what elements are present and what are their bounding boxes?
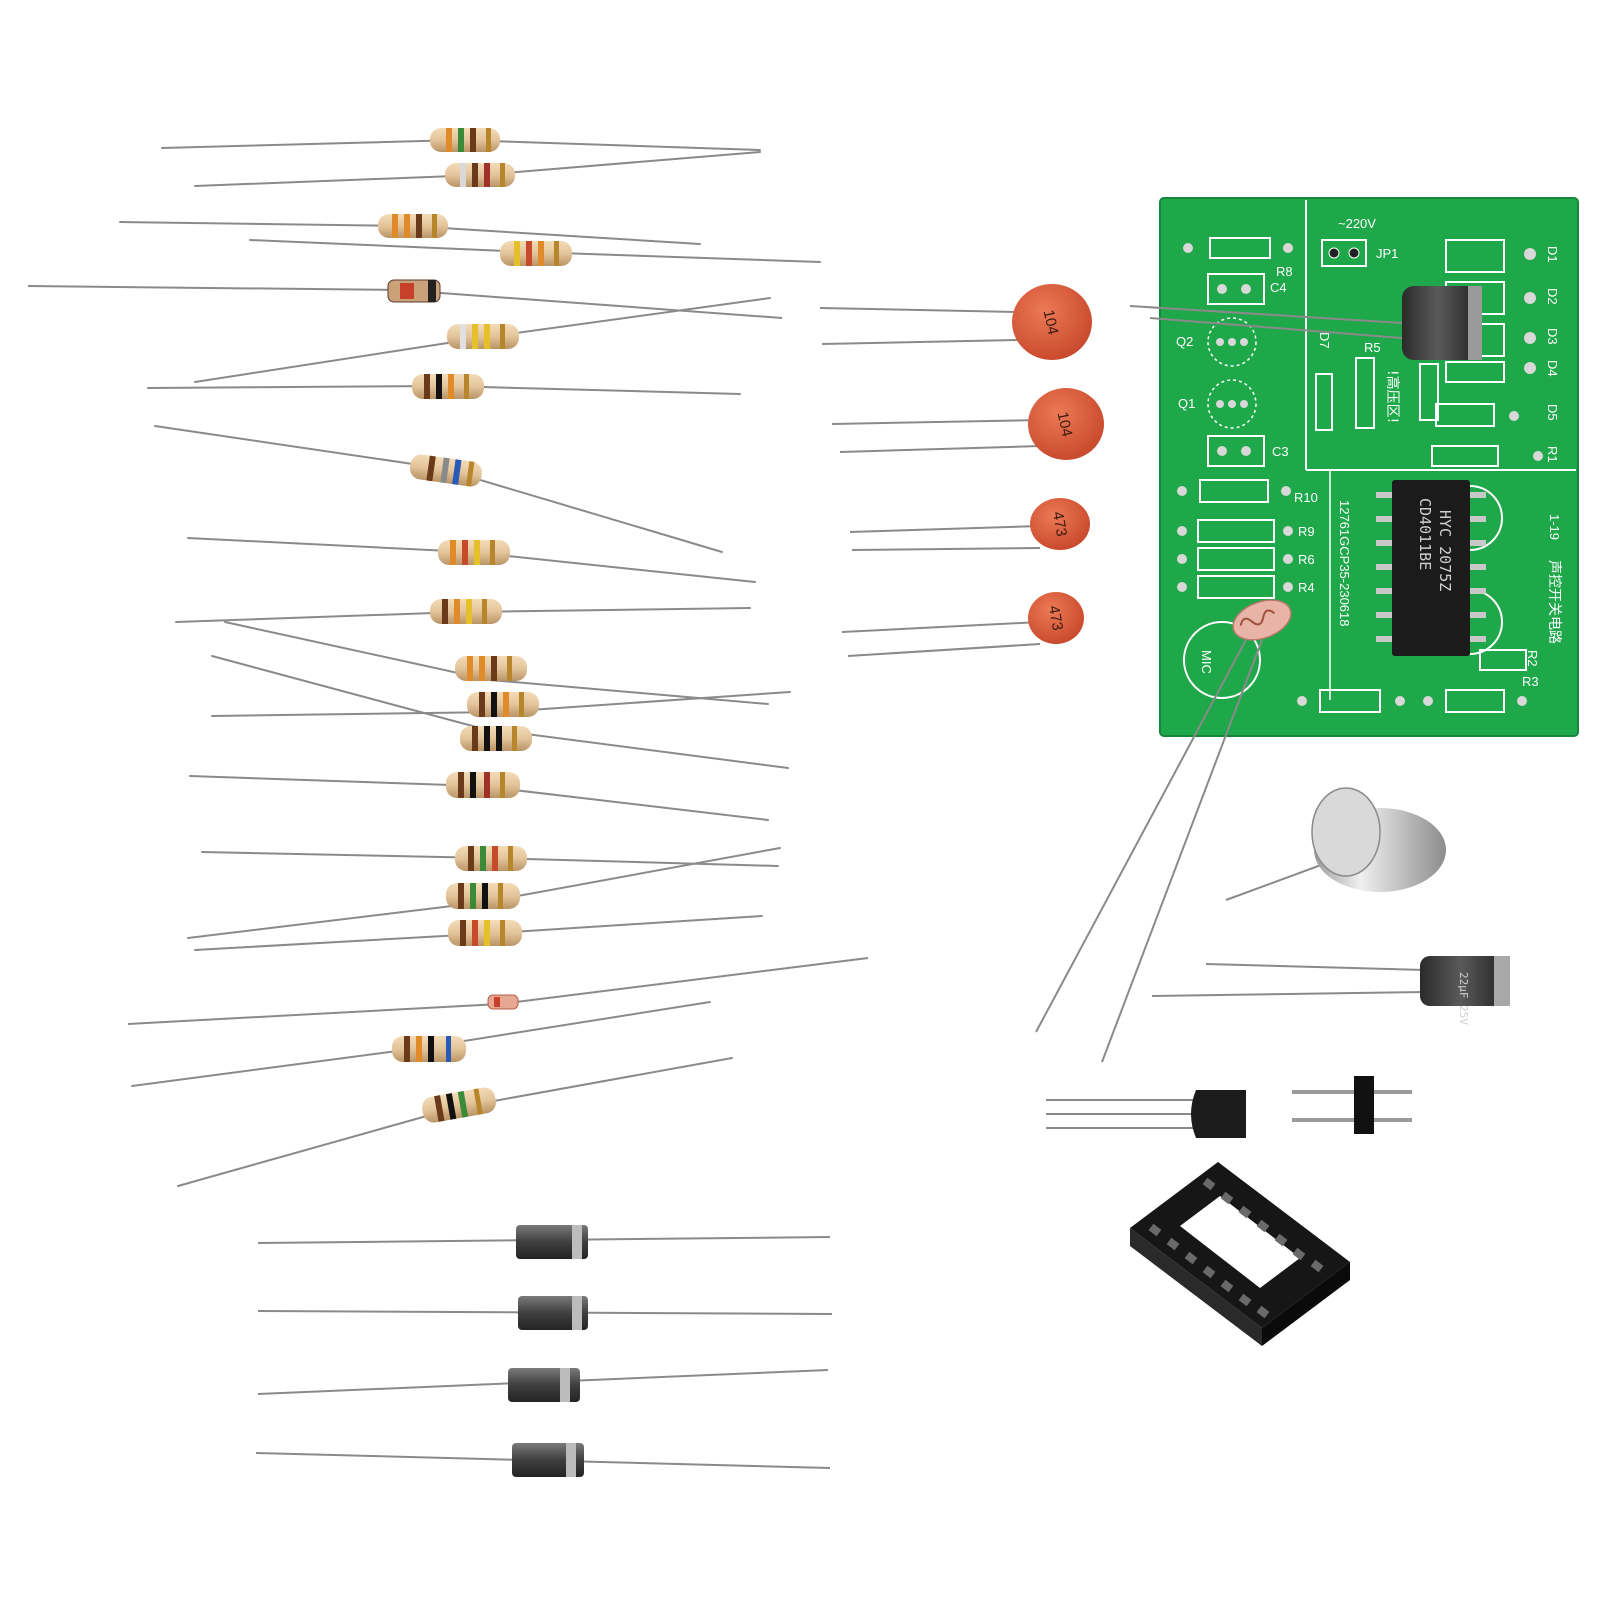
designator-c3: C3 (1272, 444, 1289, 459)
resistor (119, 214, 701, 245)
capacitor-value: 22µF 25V (1457, 972, 1470, 1025)
resistor (161, 128, 761, 152)
ic-part-number: CD4011BE (1416, 498, 1434, 570)
electrolytic-capacitor-icon: 22µF 25V (1151, 956, 1510, 1025)
designator-d1: D1 (1545, 246, 1560, 263)
ceramic-capacitor-icon: 473 (849, 498, 1090, 551)
ceramic-capacitor-icon: 473 (841, 592, 1084, 657)
designator-r5: R5 (1364, 340, 1381, 355)
ic-chip: CD4011BE HYC 2075Z (1376, 480, 1486, 656)
designator-mic: MIC (1199, 650, 1214, 674)
ceramic-capacitor-group: 104 104 473 473 (819, 284, 1104, 657)
designator-r6: R6 (1298, 552, 1315, 567)
voltage-label: ~220V (1338, 216, 1376, 231)
high-voltage-warning: !高压区! (1384, 370, 1401, 423)
capacitor-label: 473 (1049, 510, 1070, 538)
designator-r4: R4 (1298, 580, 1315, 595)
ceramic-capacitor-icon: 104 (819, 284, 1092, 360)
capacitor-label: 104 (1054, 410, 1076, 438)
designator-q2: Q2 (1176, 334, 1193, 349)
diode-icon (257, 1225, 831, 1259)
designator-c4: C4 (1270, 280, 1287, 295)
board-title: 声控开关电路 (1546, 560, 1562, 644)
resistor (175, 599, 751, 624)
board-id: 1-19 (1547, 514, 1562, 540)
designator-r1: R1 (1545, 446, 1560, 463)
designator-r9: R9 (1298, 524, 1315, 539)
designator-r8: R8 (1276, 264, 1293, 279)
ic-socket-icon (1130, 1162, 1350, 1346)
resistor (194, 297, 771, 383)
capacitor-label: 473 (1045, 604, 1066, 632)
designator-d5: D5 (1545, 404, 1560, 421)
photoresistor-icon (1035, 599, 1292, 1063)
resistor (194, 151, 761, 187)
pcb-board: ~220V JP1 R8 C4 Q2 Q1 C3 R10 R9 R6 R (1035, 197, 1579, 1063)
diode-group (255, 1225, 833, 1477)
pin-header-icon (1292, 1076, 1412, 1134)
designator-r2: R2 (1525, 650, 1540, 667)
transistor-icon (1046, 1090, 1246, 1138)
resistor (187, 537, 756, 583)
resistor (194, 915, 763, 951)
designator-r3: R3 (1522, 674, 1539, 689)
electrolytic-capacitor-icon (1402, 286, 1482, 360)
board-serial: 12761GCP35-230618 (1337, 500, 1352, 627)
resistor (249, 239, 821, 266)
resistor (460, 726, 532, 751)
resistor (187, 847, 781, 939)
designator-d7: D7 (1317, 332, 1332, 349)
diode-icon (257, 1368, 829, 1402)
designator-d4: D4 (1545, 360, 1560, 377)
ic-batch-code: HYC 2075Z (1436, 510, 1454, 591)
designator-q1: Q1 (1178, 396, 1195, 411)
diode-icon (255, 1443, 831, 1477)
diode-icon (27, 279, 783, 319)
resistor (177, 1057, 733, 1187)
diode-icon (257, 1296, 833, 1330)
resistor (154, 425, 723, 553)
designator-r10: R10 (1294, 490, 1318, 505)
resistor (147, 374, 741, 399)
ceramic-capacitor-icon: 104 (831, 388, 1104, 460)
resistor-group (119, 128, 821, 1187)
resistor (189, 772, 769, 821)
jumper-label: JP1 (1376, 246, 1398, 261)
resistor (201, 846, 779, 871)
resistor (131, 1001, 711, 1087)
microphone-icon (1225, 787, 1446, 901)
capacitor-label: 104 (1040, 308, 1062, 336)
diode-icon (127, 957, 869, 1025)
resistor (467, 692, 539, 717)
designator-d3: D3 (1545, 328, 1560, 345)
designator-d2: D2 (1545, 288, 1560, 305)
